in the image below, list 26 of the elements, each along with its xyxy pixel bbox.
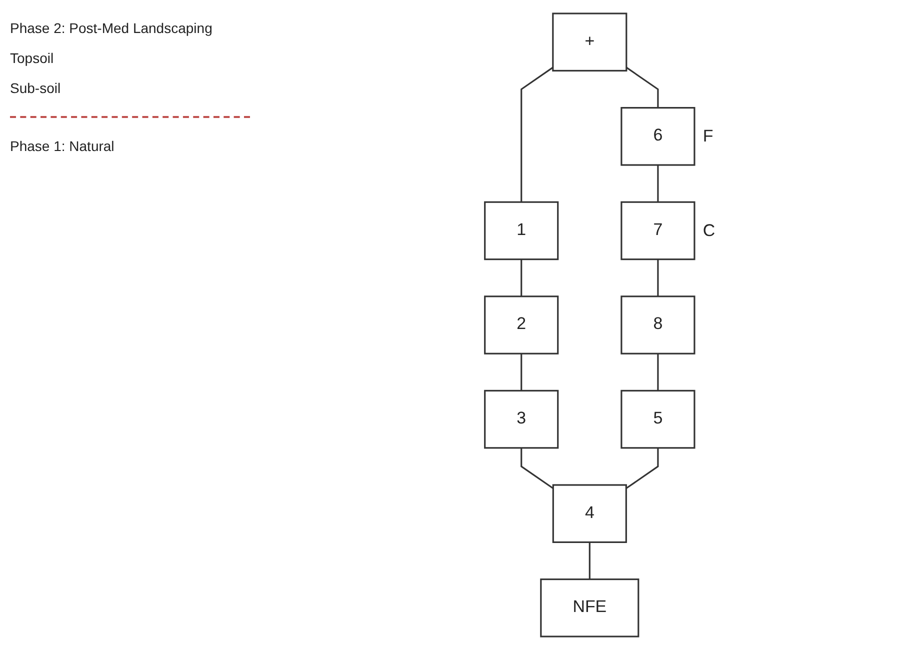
node-box: 6 — [621, 107, 696, 166]
node-box: 7 — [621, 201, 696, 260]
context-note: C — [703, 221, 716, 240]
note-label: Phase 2: Post-Med Landscaping — [10, 20, 214, 36]
node-box: + — [552, 12, 628, 72]
node-box: 2 — [484, 296, 559, 354]
node-box: NFE — [540, 578, 640, 638]
connector — [520, 448, 554, 490]
connector — [626, 448, 660, 490]
connector — [589, 542, 591, 580]
connector — [658, 259, 660, 296]
node-box: 1 — [484, 201, 559, 260]
note-label: Phase 1: Natural — [10, 138, 116, 154]
connector — [658, 165, 660, 202]
connector — [520, 354, 522, 391]
node-box: 5 — [621, 390, 696, 449]
connector — [520, 259, 522, 296]
note-label: Topsoil — [10, 50, 55, 66]
connector — [626, 66, 660, 108]
context-note: F — [703, 126, 714, 146]
connector — [658, 354, 660, 391]
connector — [520, 66, 554, 202]
note-label: Sub-soil — [10, 80, 62, 96]
node-box: 8 — [621, 296, 696, 354]
node-box: 3 — [484, 390, 559, 449]
node-box: 4 — [552, 484, 628, 543]
